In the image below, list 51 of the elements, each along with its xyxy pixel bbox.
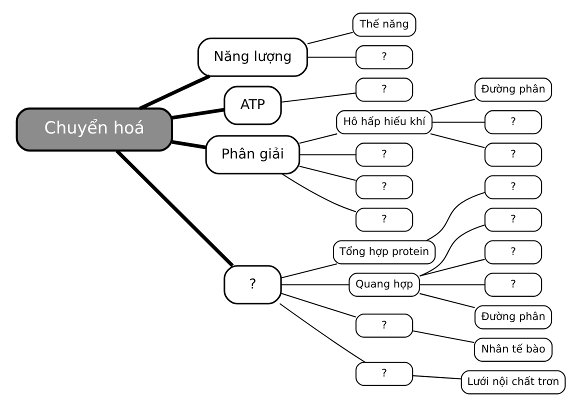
connector	[430, 132, 485, 148]
connector	[420, 224, 485, 276]
connector	[281, 262, 338, 278]
connector	[412, 330, 474, 343]
connector	[307, 31, 353, 44]
node-box: ?	[484, 174, 542, 199]
connector	[172, 107, 225, 120]
connector	[412, 374, 462, 379]
connector	[299, 132, 338, 144]
node-box: Hô hấp hiếu khí	[336, 110, 433, 134]
node-box: Chuyển hoá	[16, 107, 174, 152]
node-box: ?	[355, 44, 414, 69]
connector	[420, 292, 475, 308]
node-box: ?	[355, 207, 414, 232]
node-box: Thế năng	[352, 12, 416, 36]
node-box: ?	[355, 313, 414, 338]
connector	[420, 284, 485, 285]
node-box: Năng lượng	[197, 37, 308, 76]
node-box: ATP	[224, 85, 282, 125]
connector	[299, 154, 356, 155]
connector	[432, 121, 485, 122]
node-box: ?	[484, 272, 542, 296]
node-box: Lưới nội chất trơn	[460, 370, 566, 394]
node-box: ?	[355, 142, 414, 166]
node-box: ?	[355, 77, 414, 102]
connector	[299, 165, 356, 180]
node-box: ?	[355, 361, 414, 386]
node-box: ?	[484, 240, 542, 264]
connector	[281, 92, 356, 102]
connector	[281, 172, 356, 212]
node-box: ?	[484, 110, 542, 134]
node-box: Đường phân	[474, 77, 552, 102]
node-box: ?	[355, 174, 414, 199]
connector	[139, 74, 210, 110]
connector	[430, 98, 475, 111]
connector	[172, 140, 206, 149]
connector	[426, 192, 485, 241]
node-box: Quang hợp	[348, 272, 420, 296]
node-box: ?	[484, 207, 542, 232]
node-box: ?	[224, 264, 282, 304]
node-box: Phân giải	[205, 134, 300, 174]
connector	[116, 149, 234, 267]
node-box: ?	[484, 142, 542, 166]
node-box: Nhân tế bào	[474, 337, 553, 362]
connector	[420, 258, 485, 276]
connector	[308, 56, 356, 58]
connector	[279, 302, 366, 362]
node-box: Tổng hợp protein	[332, 240, 436, 264]
connector	[281, 292, 356, 317]
connector	[281, 284, 349, 285]
node-box: Đường phân	[474, 304, 552, 329]
